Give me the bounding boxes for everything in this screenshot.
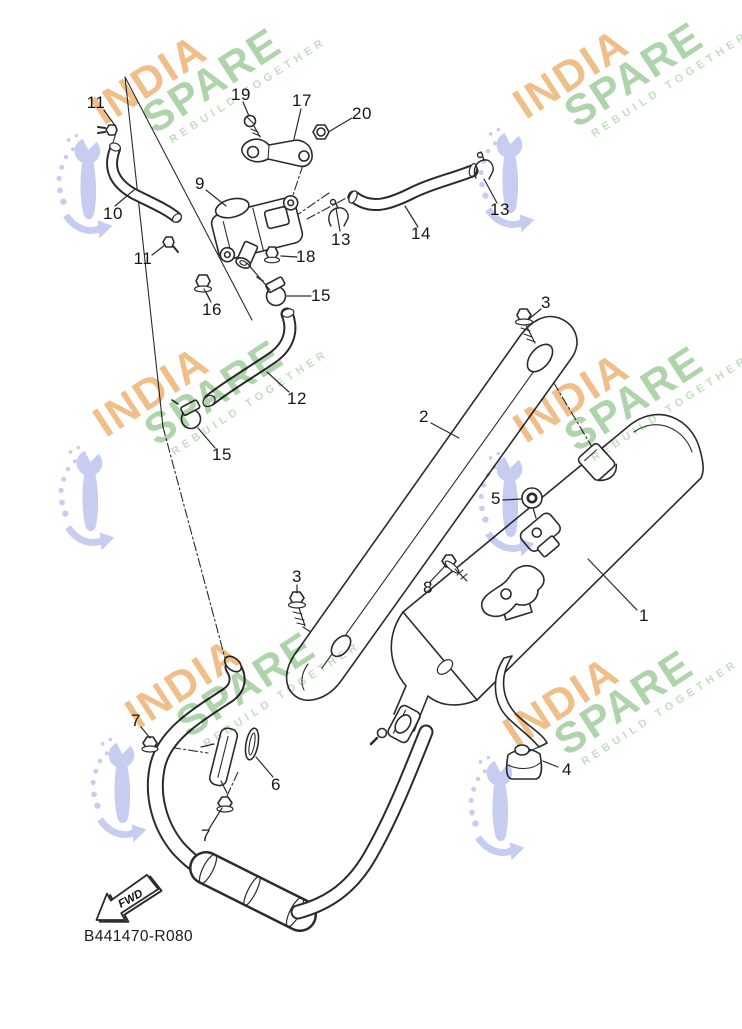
muffler-clip	[577, 442, 618, 482]
muffler-hanger-bracket	[494, 655, 548, 748]
muffler	[390, 413, 704, 734]
bolt	[97, 124, 118, 136]
hose-clamp	[256, 276, 287, 307]
air-hose	[202, 307, 297, 408]
valve-bracket	[241, 138, 313, 168]
pipe-clip	[473, 151, 494, 180]
flange-nut	[216, 796, 234, 813]
pipe-clip	[328, 198, 349, 227]
hose-clamp	[171, 399, 202, 430]
exhaust-outlet-pipe	[290, 724, 434, 920]
nut	[312, 124, 330, 140]
air-hose	[106, 142, 183, 223]
muffler-protector	[285, 315, 578, 701]
grommet	[521, 487, 543, 509]
screw	[243, 114, 261, 138]
axis-lines	[111, 76, 593, 797]
flanged-bolt	[193, 274, 213, 301]
flanged-nut	[263, 246, 281, 264]
flange-nut	[141, 736, 159, 753]
exhaust-header-pipe	[146, 655, 246, 882]
damper-rubber	[505, 744, 543, 780]
exhaust-flange	[200, 727, 239, 794]
bolt	[441, 554, 468, 582]
exhaust-gasket	[244, 727, 260, 761]
diagram-code: B441470-R080	[84, 928, 194, 945]
fwd-arrow: FWD	[95, 873, 163, 923]
bolt	[514, 308, 536, 344]
bolt	[287, 591, 307, 627]
muffler-wing-bracket	[480, 564, 545, 621]
air-hose	[347, 163, 479, 211]
bolt	[162, 236, 179, 253]
catalytic-converter	[189, 851, 317, 932]
